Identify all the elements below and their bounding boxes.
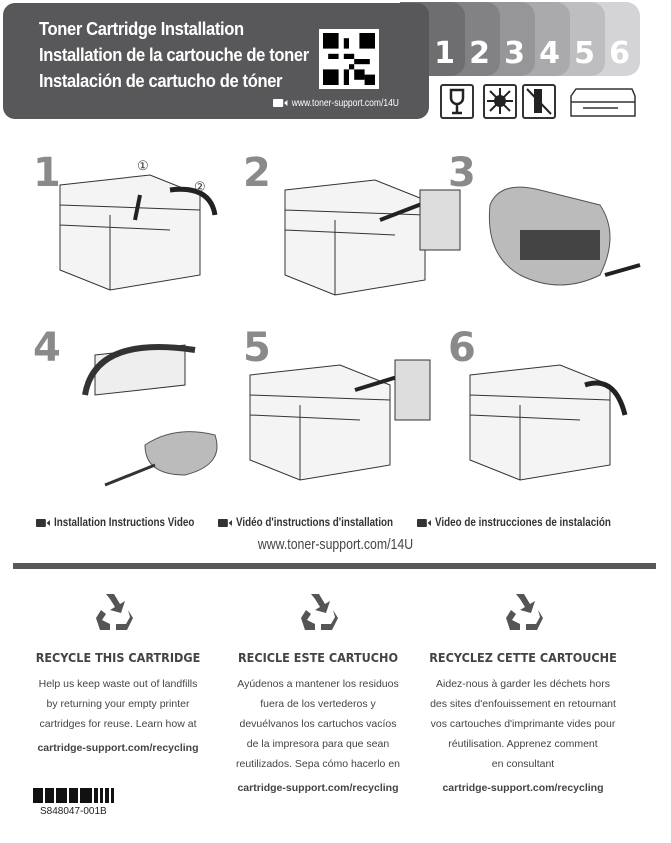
title-fr: Installation de la cartouche de toner bbox=[39, 45, 309, 65]
step-5-illustration bbox=[249, 359, 431, 481]
video-link-es[interactable]: Video de instrucciones de instalación bbox=[417, 515, 611, 529]
body-line: Ayúdenos a mantener los residuos bbox=[237, 678, 399, 690]
step-number-4: 4 bbox=[33, 325, 61, 371]
recycling-link[interactable]: cartridge-support.com/recycling bbox=[37, 742, 199, 754]
video-link-en[interactable]: Installation Instructions Video bbox=[36, 515, 194, 529]
body-line: by returning your empty printer bbox=[46, 698, 190, 710]
body-line: Help us keep waste out of landfills bbox=[38, 678, 198, 690]
qr-code[interactable] bbox=[319, 29, 379, 89]
video-link-fr[interactable]: Vidéo d'instructions d'installation bbox=[218, 515, 393, 529]
title-es: Instalación de cartucho de tóner bbox=[39, 71, 283, 91]
step-number-3: 3 bbox=[448, 150, 476, 196]
body-line: de la impresora para que sean bbox=[246, 738, 390, 750]
body-line: Aidez-nous à garder les déchets hors bbox=[436, 678, 610, 690]
recycle-icon bbox=[506, 594, 543, 630]
body-line: vos cartouches d'imprimante vides pour bbox=[430, 718, 616, 730]
recycle-icon bbox=[301, 594, 338, 630]
step-3-illustration bbox=[488, 186, 641, 286]
recycle-section-fr: RECYCLEZ CETTE CARTOUCHE Aidez-nous à ga… bbox=[418, 650, 628, 798]
step-number-6: 6 bbox=[448, 325, 476, 371]
part-number: S848047-001B bbox=[40, 806, 107, 817]
callout-2: ② bbox=[194, 179, 206, 194]
recycle-icon bbox=[96, 594, 133, 630]
body-line: réutilisation. Apprenez comment bbox=[448, 738, 598, 750]
recycling-link[interactable]: cartridge-support.com/recycling bbox=[237, 782, 399, 794]
step-1-illustration bbox=[59, 174, 218, 291]
body-line: en consultant bbox=[491, 758, 555, 770]
header-video-link[interactable]: www.toner-support.com/14U bbox=[273, 98, 399, 109]
recycle-heading: RECYCLE THIS CARTRIDGE bbox=[35, 650, 201, 665]
barcode bbox=[33, 788, 117, 803]
recycle-heading: RECICLE ESTE CARTUCHO bbox=[237, 650, 399, 665]
body-line: des sites d'enfouissement en retournant bbox=[430, 698, 616, 710]
recycle-heading: RECYCLEZ CETTE CARTOUCHE bbox=[429, 650, 617, 665]
video-camera-icon bbox=[36, 518, 50, 527]
no-light-icon bbox=[483, 84, 517, 119]
recycling-link[interactable]: cartridge-support.com/recycling bbox=[442, 782, 604, 794]
video-camera-icon bbox=[417, 518, 431, 527]
step-2-illustration bbox=[284, 179, 461, 296]
video-camera-icon bbox=[218, 518, 232, 527]
callout-1: ① bbox=[137, 158, 149, 173]
recycle-section-en: RECYCLE THIS CARTRIDGE Help us keep wast… bbox=[13, 650, 223, 758]
title-banner: Toner Cartridge Installation Installatio… bbox=[3, 3, 429, 119]
step-number-2: 2 bbox=[243, 150, 271, 196]
step-number-1: 1 bbox=[33, 150, 61, 196]
title-en: Toner Cartridge Installation bbox=[39, 19, 244, 39]
no-vertical-icon bbox=[522, 84, 556, 119]
video-camera-icon bbox=[273, 99, 288, 108]
step-6-illustration bbox=[469, 364, 628, 481]
step-4-illustration bbox=[82, 344, 218, 487]
fragile-icon bbox=[440, 84, 474, 119]
divider bbox=[13, 563, 656, 569]
video-url[interactable]: www.toner-support.com/14U bbox=[257, 536, 414, 553]
step-number-5: 5 bbox=[243, 325, 271, 371]
cartridge-icon bbox=[568, 86, 638, 119]
body-line: cartridges for reuse. Learn how at bbox=[39, 718, 197, 730]
body-line: devuélvanos los cartuchos vacíos bbox=[239, 718, 397, 730]
recycle-section-es: RECICLE ESTE CARTUCHO Ayúdenos a mantene… bbox=[213, 650, 423, 798]
body-line: fuera de los vertederos y bbox=[260, 698, 376, 710]
body-line: reutilizados. Sepa cómo hacerlo en bbox=[235, 758, 400, 770]
